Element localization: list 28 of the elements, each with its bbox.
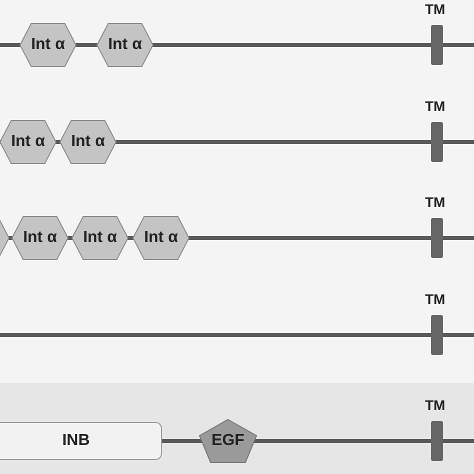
domain-hexagon: [72, 216, 128, 260]
domain-label: INB: [62, 432, 90, 450]
domain-label: EGF: [212, 432, 244, 450]
domain-label: TM: [425, 291, 446, 307]
domain-label: Int α: [83, 229, 117, 247]
transmembrane-bar: [431, 421, 443, 461]
domain-label: Int α: [11, 133, 45, 151]
domain-label: Int α: [108, 36, 142, 54]
domain-label: Int α: [144, 229, 178, 247]
domain-label: Int α: [71, 133, 105, 151]
transmembrane-bar: [431, 25, 443, 65]
domain-hexagon: [97, 23, 153, 67]
domain-label: TM: [425, 194, 446, 210]
domain-hexagon: [133, 216, 189, 260]
domain-label: Int α: [23, 229, 57, 247]
domain-box: [0, 422, 162, 460]
domain-label: TM: [425, 98, 446, 114]
domain-hexagon: [20, 23, 76, 67]
domain-hexagon: [12, 216, 68, 260]
transmembrane-bar: [431, 218, 443, 258]
domain-label: Int α: [31, 36, 65, 54]
domain-pentagon: [199, 419, 257, 463]
domain-hexagon: [0, 120, 56, 164]
domain-hexagon: [60, 120, 116, 164]
transmembrane-bar: [431, 122, 443, 162]
transmembrane-bar: [431, 315, 443, 355]
domain-label: TM: [425, 1, 446, 17]
domain-label: TM: [425, 397, 446, 413]
